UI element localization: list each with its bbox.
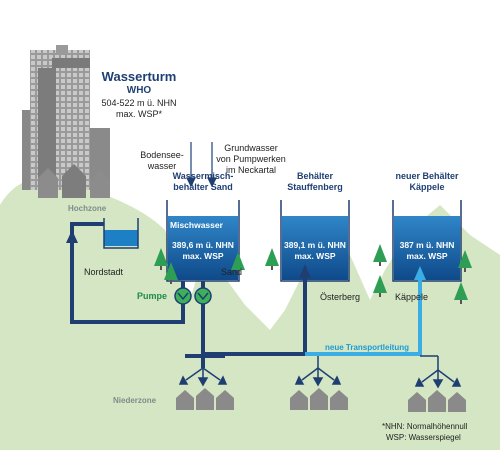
houses-kappele — [408, 390, 466, 412]
arrow-nordstadt — [66, 230, 78, 243]
arrow-stauffenberg — [299, 264, 311, 278]
trees — [154, 244, 472, 304]
footnote-nhn: *NHN: Normalhöhennull — [382, 422, 468, 431]
distribution-arrows — [178, 355, 462, 389]
place-nordstadt: Nordstadt — [84, 267, 124, 277]
tank-stauffenberg-title-line1: Behälter — [296, 171, 333, 181]
source-arrows — [186, 142, 217, 188]
source-grundwasser-line2: von Pumpwerken — [216, 154, 286, 164]
tower-name: Wasserturm — [101, 69, 177, 84]
tank-stauffenberg-title-line2: Stauffenberg — [287, 182, 343, 192]
tank-sand-title-line1: Wassermisch- — [172, 171, 234, 181]
tank-kappele-title-line1: neuer Behälter — [395, 171, 459, 181]
zone-hochzone: Hochzone — [68, 204, 107, 213]
tank-kappele-height: 387 m ü. NHN — [399, 240, 455, 250]
tank-sand-sublabel: Mischwasser — [170, 220, 223, 230]
tank-stauffenberg-height: 389,1 m ü. NHN — [284, 240, 346, 250]
source-bodensee-line1: Bodensee- — [140, 150, 184, 160]
navy-pipes — [70, 222, 307, 368]
source-grundwasser-line1: Grundwasser — [224, 143, 278, 153]
tower-code: WHO — [126, 85, 152, 96]
tank-stauffenberg-wsp: max. WSP — [294, 251, 336, 261]
footnote-wsp: WSP: Wasserspiegel — [386, 433, 461, 442]
place-osterberg: Österberg — [320, 292, 361, 302]
water-tower-building — [22, 45, 110, 198]
source-grundwasser-line3: im Neckartal — [225, 165, 276, 175]
place-kappele: Käppele — [395, 292, 429, 302]
tank-sand-height: 389,6 m ü. NHN — [172, 240, 234, 250]
small-reservoir — [103, 218, 139, 249]
tank-kappele-title-line2: Käppele — [409, 182, 445, 192]
tank-kappele-wsp: max. WSP — [406, 251, 448, 261]
tower-height: 504-522 m ü. NHN — [101, 98, 177, 108]
houses-stauffenberg — [290, 388, 348, 410]
tank-stauffenberg — [280, 200, 350, 282]
tank-kappele — [392, 200, 462, 282]
place-sand: Sand — [221, 267, 243, 277]
transport-label: neue Transportleitung — [325, 343, 410, 352]
pump-symbols — [174, 287, 212, 305]
hill-landscape — [0, 178, 500, 450]
pump-label: Pumpe — [137, 291, 168, 301]
tank-sand-title-line2: behälter Sand — [173, 182, 233, 192]
source-bodensee-line2: wasser — [147, 161, 177, 171]
tower-wsp: max. WSP* — [115, 109, 162, 119]
zone-niederzone: Niederzone — [113, 396, 157, 405]
transport-pipe — [305, 276, 422, 356]
arrow-kappele — [414, 266, 426, 280]
houses-sand — [176, 388, 234, 410]
tank-sand-wsp: max. WSP — [182, 251, 224, 261]
